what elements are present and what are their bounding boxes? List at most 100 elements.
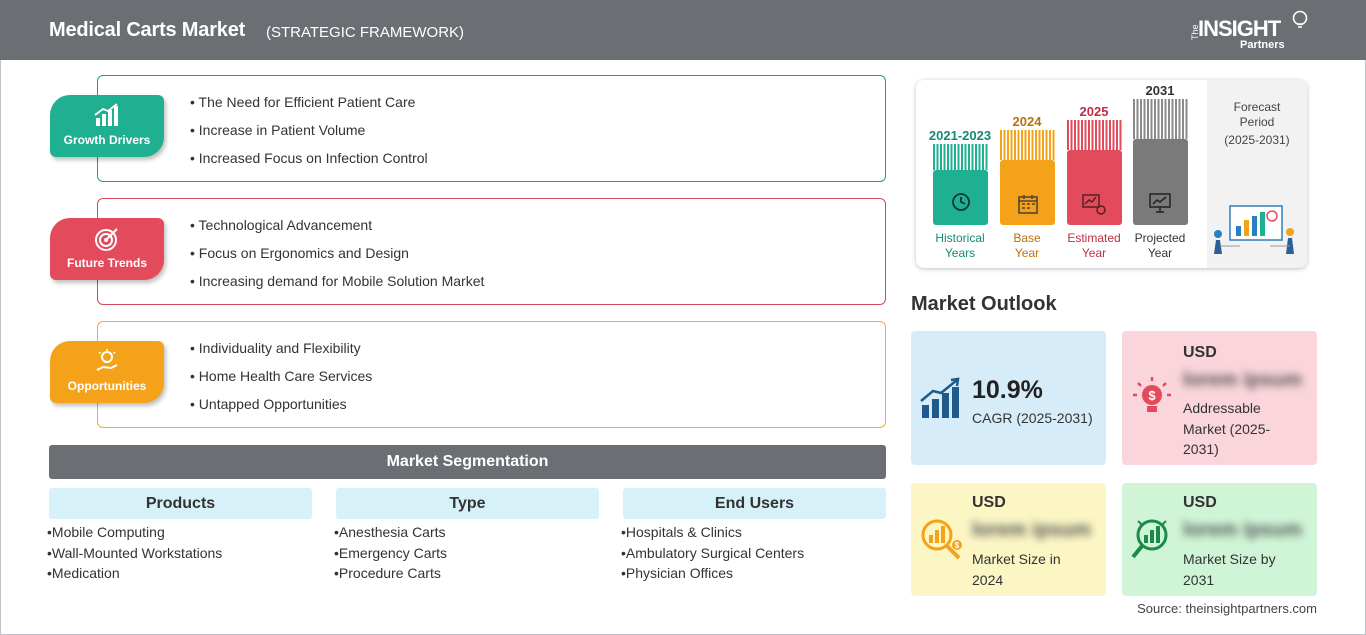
forecast-range: (2025-2031) — [1224, 133, 1290, 147]
size-2031-label: Market Size by 2031 — [1183, 551, 1276, 588]
market-size-2031-card: USD lorem ipsum Market Size by 2031 — [1122, 483, 1317, 596]
caption-line: Year — [1147, 246, 1173, 260]
addressable-currency: USD — [1183, 344, 1217, 361]
idea-hand-icon — [96, 349, 118, 371]
caption-historical: Historical Years — [920, 231, 1000, 261]
bar-top-historical — [933, 144, 988, 170]
list-item: Untapped Opportunities — [190, 396, 372, 424]
list-item: The Need for Efficient Patient Care — [190, 94, 428, 122]
logo-partners: Partners — [1240, 39, 1285, 51]
opportunities-list: Individuality and Flexibility Home Healt… — [190, 340, 373, 424]
badge-label: Opportunities — [67, 379, 147, 393]
caption-projected: Projected Year — [1120, 231, 1200, 261]
caption-line: Base — [1013, 231, 1041, 245]
bar-top-projected — [1133, 99, 1188, 139]
size-2024-label: Market Size in 2024 — [972, 551, 1061, 588]
future-trends-box: Technological Advancement Focus on Ergon… — [97, 198, 886, 305]
addressable-market-card: $ USD lorem ipsum Addressable Market (20… — [1122, 331, 1317, 465]
caption-line: Estimated — [1067, 231, 1121, 245]
list-item: Wall-Mounted Workstations — [47, 545, 222, 566]
bar-estimated — [1067, 150, 1122, 225]
addressable-value: lorem ipsum — [1183, 369, 1302, 391]
list-item: Individuality and Flexibility — [190, 340, 372, 368]
market-size-2024-card: $ USD lorem ipsum Market Size in 2024 — [911, 483, 1106, 596]
list-item: Increase in Patient Volume — [190, 122, 428, 150]
list-item: Hospitals & Clinics — [621, 524, 804, 545]
size-2024-currency: USD — [972, 494, 1006, 511]
addressable-label: Addressable Market (2025-2031) — [1183, 400, 1271, 457]
badge-label: Future Trends — [66, 256, 147, 270]
presentation-icon — [1149, 193, 1171, 213]
svg-text:$: $ — [955, 541, 960, 550]
cagr-label: CAGR (2025-2031) — [972, 410, 1093, 426]
size-2024-value: lorem ipsum — [972, 519, 1091, 541]
caption-base: Base Year — [987, 231, 1067, 261]
gear-chart-icon — [1082, 194, 1106, 215]
bar-top-estimated — [1067, 120, 1122, 150]
source-link[interactable]: Source: theinsightpartners.com — [1137, 601, 1317, 616]
list-item: Emergency Carts — [334, 545, 447, 566]
cagr-growth-icon — [920, 377, 960, 418]
lightbulb-logo-icon — [1292, 10, 1308, 28]
bar-projected — [1133, 139, 1188, 225]
calendar-icon — [1018, 195, 1038, 214]
growth-chart-icon — [94, 103, 118, 126]
market-magnifier-icon — [1131, 519, 1168, 559]
caption-line: Historical — [935, 231, 985, 245]
insight-partners-logo[interactable]: The INSIGHT Partners — [1190, 10, 1310, 54]
year-base: 2024 — [1012, 114, 1042, 129]
caption-line: Year — [1081, 246, 1107, 260]
page-subtitle: (STRATEGIC FRAMEWORK) — [266, 24, 465, 41]
market-magnifier-icon: $ — [921, 519, 962, 560]
future-trends-list: Technological Advancement Focus on Ergon… — [190, 217, 485, 301]
badge-label: Growth Drivers — [63, 133, 151, 147]
list-item: Medication — [47, 565, 222, 586]
segment-header-products: Products — [49, 488, 312, 519]
market-outlook-title: Market Outlook — [911, 293, 1057, 315]
analytics-illustration-icon — [1214, 205, 1294, 254]
list-item: Focus on Ergonomics and Design — [190, 245, 484, 273]
bar-top-base — [1000, 130, 1055, 160]
growth-drivers-box: The Need for Efficient Patient Care Incr… — [97, 75, 886, 182]
bar-historical — [933, 170, 988, 225]
list-item: Procedure Carts — [334, 565, 447, 586]
caption-line: Projected — [1134, 231, 1186, 245]
cagr-value: 10.9% — [972, 376, 1043, 404]
end-users-list: Hospitals & Clinics Ambulatory Surgical … — [621, 524, 804, 586]
caption-estimated: Estimated Year — [1054, 231, 1134, 261]
list-item: Ambulatory Surgical Centers — [621, 545, 804, 566]
segment-header-type: Type — [336, 488, 599, 519]
list-item: Technological Advancement — [190, 217, 484, 245]
logo-insight: INSIGHT — [1198, 16, 1281, 41]
caption-line: Years — [944, 246, 976, 260]
list-item: Increased Focus on Infection Control — [190, 150, 428, 178]
bar-base — [1000, 160, 1055, 225]
target-icon — [95, 228, 118, 251]
header-bar: Medical Carts Market (STRATEGIC FRAMEWOR… — [0, 0, 1366, 60]
list-item: Physician Offices — [621, 565, 804, 586]
history-icon — [952, 193, 970, 211]
future-trends-badge: Future Trends — [50, 218, 164, 280]
forecast-label: Forecast — [1233, 100, 1281, 114]
size-2031-value: lorem ipsum — [1183, 519, 1302, 541]
growth-drivers-list: The Need for Efficient Patient Care Incr… — [190, 94, 428, 178]
list-item: Home Health Care Services — [190, 368, 373, 396]
year-projected: 2031 — [1145, 83, 1175, 98]
growth-drivers-badge: Growth Drivers — [50, 95, 164, 157]
products-list: Mobile Computing Wall-Mounted Workstatio… — [47, 524, 222, 586]
year-estimated: 2025 — [1079, 104, 1109, 119]
segmentation-title: Market Segmentation — [49, 445, 886, 479]
type-list: Anesthesia Carts Emergency Carts Procedu… — [334, 524, 447, 586]
year-historical: 2021-2023 — [928, 128, 992, 143]
list-item: Increasing demand for Mobile Solution Ma… — [190, 273, 485, 301]
caption-line: Year — [1014, 246, 1040, 260]
opportunities-box: Individuality and Flexibility Home Healt… — [97, 321, 886, 428]
forecast-label-period: Period — [1239, 115, 1275, 129]
list-item: Mobile Computing — [47, 524, 222, 545]
money-bulb-icon: $ — [1133, 377, 1171, 412]
cagr-card: 10.9% CAGR (2025-2031) — [911, 331, 1106, 465]
size-2031-currency: USD — [1183, 494, 1217, 511]
segment-header-end-users: End Users — [623, 488, 886, 519]
list-item: Anesthesia Carts — [334, 524, 447, 545]
svg-text:$: $ — [1148, 388, 1156, 403]
